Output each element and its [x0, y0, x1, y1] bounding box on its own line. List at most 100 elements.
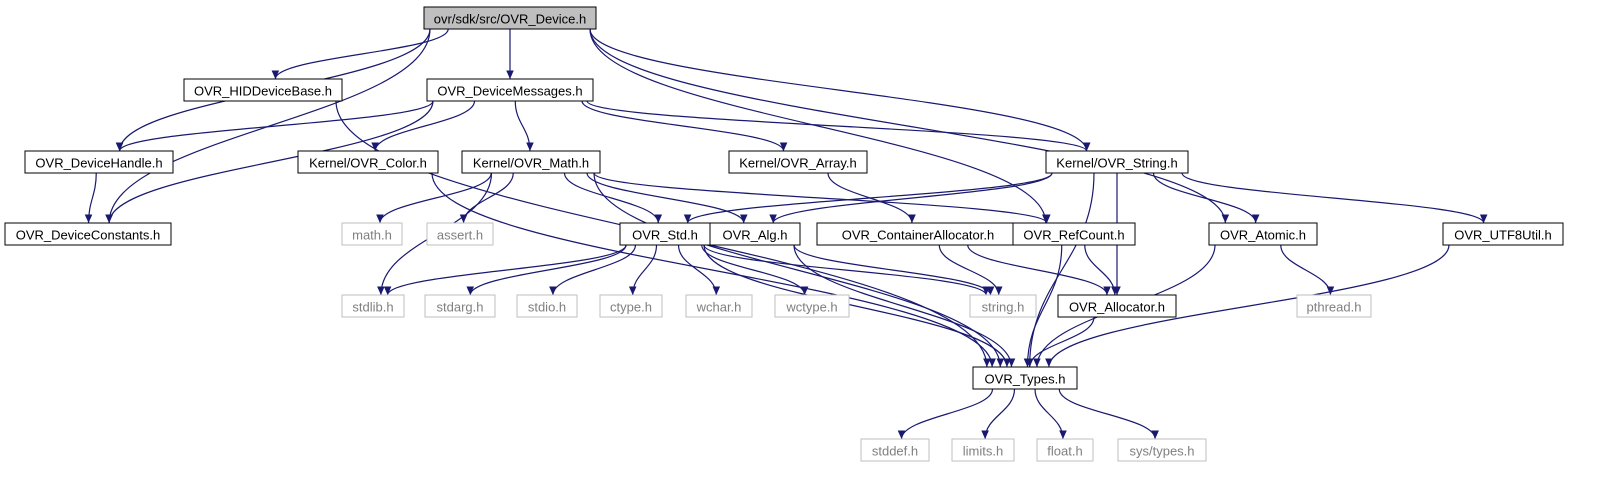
node-ctype[interactable]: ctype.h: [599, 294, 663, 318]
node-box: [1296, 294, 1372, 318]
node-label: math.h: [352, 228, 392, 243]
edge-msgs-to-color: [371, 100, 476, 152]
node-box: [1057, 294, 1177, 318]
node-contalloc[interactable]: OVR_ContainerAllocator.h: [816, 222, 1020, 246]
nodes-layer: ovr/sdk/src/OVR_Device.hOVR_HIDDeviceBas…: [4, 6, 1564, 462]
node-refcount[interactable]: OVR_RefCount.h: [1012, 222, 1136, 246]
node-utf8[interactable]: OVR_UTF8Util.h: [1442, 222, 1564, 246]
node-color[interactable]: Kernel/OVR_Color.h: [297, 150, 439, 174]
node-box: [4, 222, 172, 246]
node-label: OVR_Std.h: [632, 228, 698, 243]
node-stdlib[interactable]: stdlib.h: [341, 294, 405, 318]
edge-types-to-systypes: [1058, 388, 1159, 440]
node-atomic[interactable]: OVR_Atomic.h: [1208, 222, 1318, 246]
node-systypes[interactable]: sys/types.h: [1117, 438, 1207, 462]
node-wchar[interactable]: wchar.h: [685, 294, 753, 318]
node-limits[interactable]: limits.h: [951, 438, 1015, 462]
edge-handle-to-consts: [84, 172, 97, 224]
node-label: ctype.h: [610, 300, 652, 315]
node-msgs[interactable]: OVR_DeviceMessages.h: [426, 78, 594, 102]
node-stdarg[interactable]: stdarg.h: [424, 294, 496, 318]
node-root[interactable]: ovr/sdk/src/OVR_Device.h: [423, 6, 597, 30]
edge-msgs-to-array: [581, 100, 788, 152]
node-label: Kernel/OVR_Math.h: [473, 156, 589, 171]
edge-math-to-types: [593, 172, 1005, 368]
node-array[interactable]: Kernel/OVR_Array.h: [728, 150, 868, 174]
edge-std-to-ctype: [628, 244, 658, 296]
node-label: OVR_Alg.h: [722, 228, 787, 243]
node-stdio[interactable]: stdio.h: [516, 294, 578, 318]
edge-msgs-to-consts: [105, 100, 434, 224]
node-box: [1045, 150, 1189, 174]
node-label: OVR_ContainerAllocator.h: [842, 228, 994, 243]
node-label: OVR_Atomic.h: [1220, 228, 1306, 243]
node-label: float.h: [1047, 444, 1082, 459]
edge-std-to-stringh: [703, 244, 990, 296]
node-label: string.h: [982, 300, 1025, 315]
edge-msgs-to-string: [586, 100, 1091, 152]
edge-msgs-to-handle: [115, 100, 434, 152]
edge-string-to-atomic: [1152, 172, 1260, 224]
edge-types-to-stddef: [897, 388, 994, 440]
node-label: OVR_DeviceMessages.h: [437, 84, 582, 99]
node-label: OVR_Allocator.h: [1069, 300, 1165, 315]
node-box: [969, 294, 1037, 318]
node-hid[interactable]: OVR_HIDDeviceBase.h: [183, 78, 343, 102]
node-types[interactable]: OVR_Types.h: [972, 366, 1078, 390]
node-alg[interactable]: OVR_Alg.h: [709, 222, 801, 246]
node-label: stddef.h: [872, 444, 918, 459]
node-box: [972, 366, 1078, 390]
edge-std-to-stdlib: [383, 244, 627, 296]
node-label: OVR_DeviceHandle.h: [35, 156, 162, 171]
edge-std-to-types: [703, 244, 1011, 368]
node-consts[interactable]: OVR_DeviceConstants.h: [4, 222, 172, 246]
edge-msgs-to-math: [514, 100, 534, 152]
node-box: [1036, 438, 1094, 462]
edge-std-to-wchar: [677, 244, 721, 296]
node-box: [426, 78, 594, 102]
node-label: Kernel/OVR_String.h: [1056, 156, 1177, 171]
node-stringh[interactable]: string.h: [969, 294, 1037, 318]
edge-string-to-utf8: [1181, 172, 1488, 224]
node-pthread[interactable]: pthread.h: [1296, 294, 1372, 318]
node-box: [774, 294, 850, 318]
node-label: sys/types.h: [1129, 444, 1194, 459]
edge-std-to-stdio: [549, 244, 637, 296]
node-wctype[interactable]: wctype.h: [774, 294, 850, 318]
edge-math-to-alg: [586, 172, 748, 224]
node-box: [1442, 222, 1564, 246]
node-mathh[interactable]: math.h: [341, 222, 403, 246]
edge-utf8-to-types: [1045, 244, 1450, 368]
edge-allocator-to-types: [1025, 316, 1095, 368]
edge-root-to-atomic: [589, 28, 1230, 224]
node-label: stdarg.h: [437, 300, 484, 315]
node-float[interactable]: float.h: [1036, 438, 1094, 462]
node-handle[interactable]: OVR_DeviceHandle.h: [24, 150, 174, 174]
node-std[interactable]: OVR_Std.h: [619, 222, 711, 246]
node-label: assert.h: [437, 228, 483, 243]
edges-layer: [84, 28, 1488, 440]
node-math[interactable]: Kernel/OVR_Math.h: [461, 150, 601, 174]
node-label: stdio.h: [528, 300, 566, 315]
node-label: limits.h: [963, 444, 1003, 459]
node-label: Kernel/OVR_Color.h: [309, 156, 427, 171]
node-asserth[interactable]: assert.h: [426, 222, 494, 246]
node-label: pthread.h: [1307, 300, 1362, 315]
node-box: [341, 294, 405, 318]
node-box: [461, 150, 601, 174]
edge-math-to-mathh: [376, 172, 492, 224]
node-box: [951, 438, 1015, 462]
node-box: [1117, 438, 1207, 462]
node-string[interactable]: Kernel/OVR_String.h: [1045, 150, 1189, 174]
node-box: [24, 150, 174, 174]
edge-string-to-std: [683, 172, 1053, 224]
node-label: Kernel/OVR_Array.h: [739, 156, 857, 171]
node-label: stdlib.h: [352, 300, 393, 315]
node-stddef[interactable]: stddef.h: [860, 438, 930, 462]
node-box: [1208, 222, 1318, 246]
edge-root-to-hid: [271, 28, 449, 80]
node-allocator[interactable]: OVR_Allocator.h: [1057, 294, 1177, 318]
node-label: OVR_DeviceConstants.h: [16, 228, 161, 243]
edge-root-to-refcount: [589, 28, 1050, 224]
